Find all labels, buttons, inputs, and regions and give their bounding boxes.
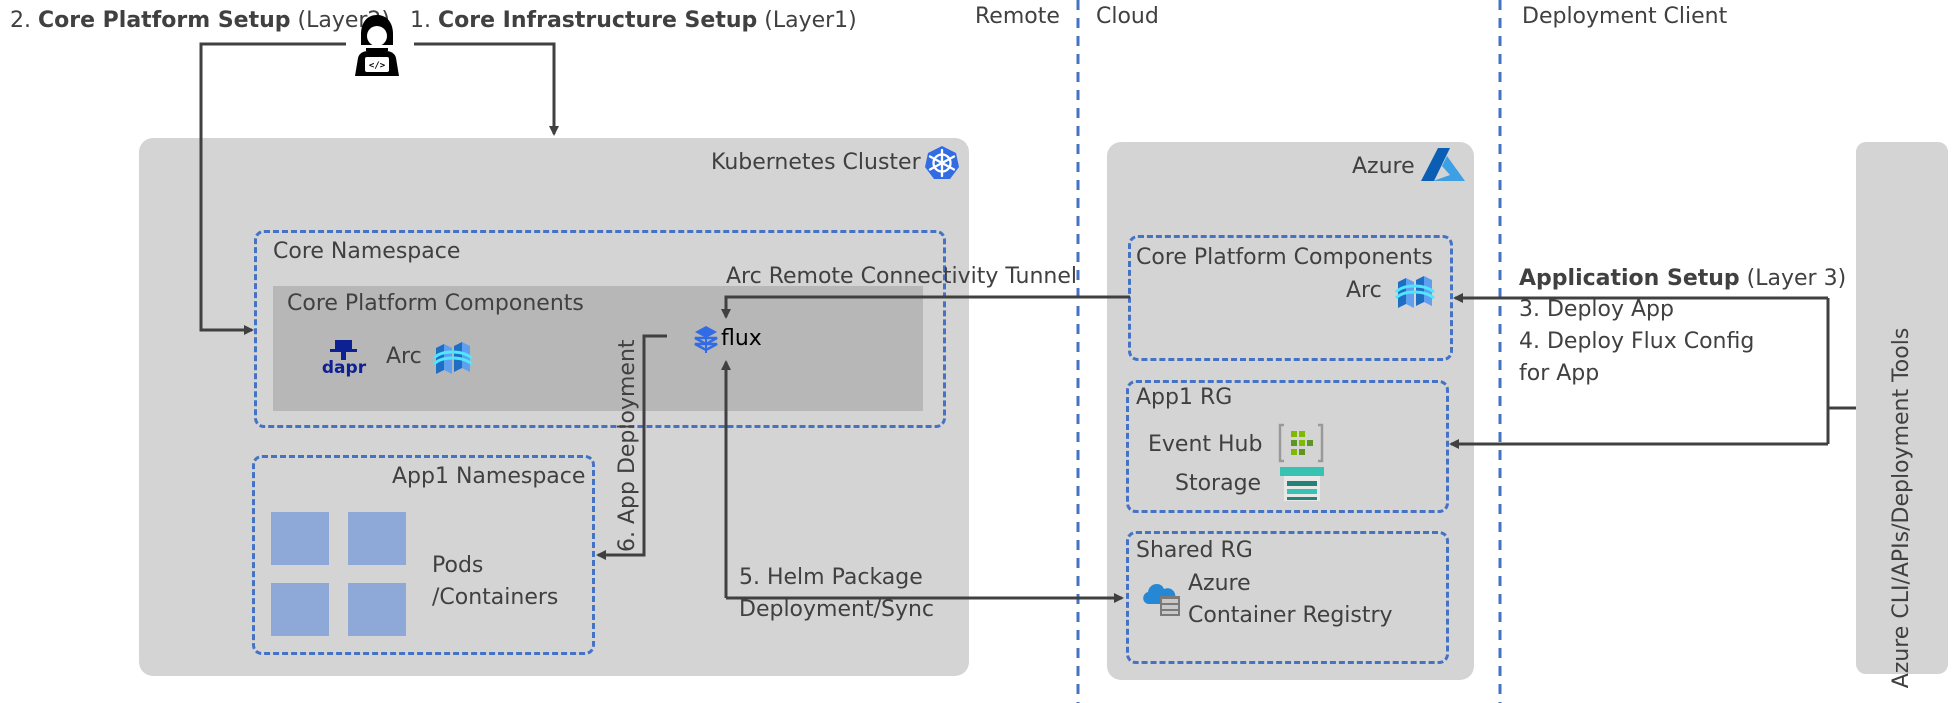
pods-label-line1: Pods [432, 553, 484, 578]
arc-icon [432, 342, 473, 374]
event-hub-icon [1278, 423, 1324, 463]
zone-client-label: Deployment Client [1522, 4, 1728, 29]
arrow-core-infra-setup [414, 42, 559, 136]
helm-label-line1: 5. Helm Package [739, 565, 923, 590]
dapr-icon: dapr [322, 340, 367, 378]
core-namespace-label: Core Namespace [273, 239, 461, 264]
step2-label: 2. Core Platform Setup (Layer2) [10, 8, 391, 33]
pod-4 [348, 583, 406, 636]
app1-rg-box [1126, 380, 1449, 513]
acr-label-line1: Azure [1188, 571, 1251, 596]
app-deployment-label: 6. App Deployment [614, 339, 640, 552]
step3-label: 3. Deploy App [1519, 297, 1674, 322]
step1-label: 1. Core Infrastructure Setup (Layer1) [410, 8, 857, 33]
pod-3 [271, 583, 329, 636]
shared-rg-box [1126, 531, 1449, 664]
app1-namespace-label: App1 Namespace [392, 464, 586, 489]
storage-label: Storage [1175, 471, 1262, 496]
azure-title: Azure [1352, 154, 1415, 179]
developer-icon: </> [355, 15, 399, 76]
step4-label-line2: for App [1519, 361, 1600, 386]
azure-icon [1421, 148, 1465, 181]
zone-cloud-label: Cloud [1096, 4, 1159, 29]
pod-2 [348, 512, 406, 565]
deployment-tools-panel [1856, 142, 1948, 674]
storage-icon [1280, 467, 1324, 501]
event-hub-label: Event Hub [1148, 432, 1263, 457]
flux-label: flux [721, 326, 762, 351]
app-setup-label: Application Setup (Layer 3) [1519, 266, 1847, 291]
k8s-arc-label: Arc [386, 344, 422, 369]
step4-label-line1: 4. Deploy Flux Config [1519, 329, 1755, 354]
svg-text:</>: </> [369, 61, 386, 71]
app1-namespace-box [252, 455, 595, 655]
azure-arc-icon [1394, 276, 1435, 308]
kubernetes-cluster-title: Kubernetes Cluster [711, 150, 921, 175]
acr-label-line2: Container Registry [1188, 603, 1393, 628]
app1-rg-label: App1 RG [1136, 385, 1233, 410]
core-platform-components-label: Core Platform Components [287, 291, 584, 316]
tunnel-label: Arc Remote Connectivity Tunnel [726, 264, 1078, 289]
container-registry-icon [1143, 583, 1180, 616]
pods-label-line2: /Containers [432, 585, 559, 610]
zone-remote-label: Remote [975, 4, 1060, 29]
deployment-tools-label: Azure CLI/APIs/Deployment Tools [1888, 327, 1914, 689]
pod-1 [271, 512, 329, 565]
dapr-logo-text: dapr [322, 358, 367, 378]
flux-icon [694, 326, 718, 353]
kubernetes-icon [925, 146, 959, 179]
azure-core-components-label: Core Platform Components [1136, 245, 1433, 270]
helm-label-line2: Deployment/Sync [739, 597, 935, 622]
azure-arc-label: Arc [1346, 278, 1382, 303]
shared-rg-label: Shared RG [1136, 538, 1253, 563]
